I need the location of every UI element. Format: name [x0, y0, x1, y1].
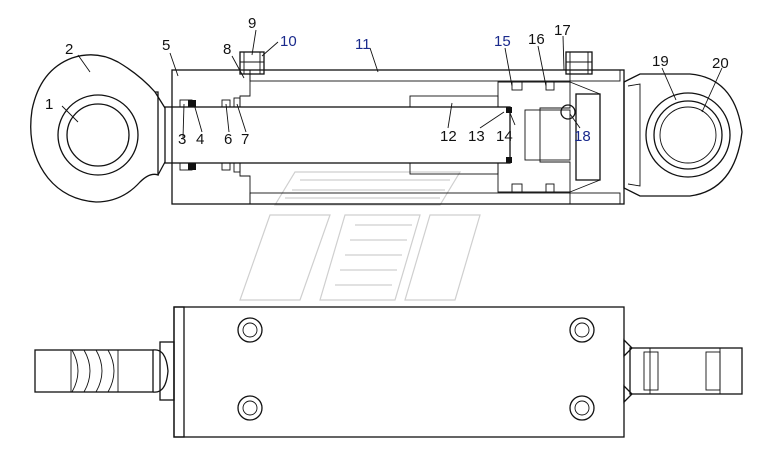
eye-bore-right [645, 92, 731, 178]
callout-11: 11 [355, 36, 371, 53]
section-view [30, 51, 743, 205]
plan-view [34, 306, 743, 438]
callout-12: 12 [440, 128, 457, 145]
stop-tube [409, 95, 499, 108]
callout-18: 18 [574, 128, 591, 145]
callout-1: 1 [45, 96, 53, 113]
callout-2: 2 [65, 41, 73, 58]
cylinder-body-plan [173, 306, 625, 438]
rod-eye-left [30, 54, 159, 203]
callout-9: 9 [248, 15, 256, 32]
callout-14: 14 [496, 128, 513, 145]
callout-16: 16 [528, 31, 545, 48]
callout-3: 3 [178, 131, 186, 148]
callout-5: 5 [162, 37, 170, 54]
callout-6: 6 [224, 131, 232, 148]
callout-17: 17 [554, 22, 571, 39]
callout-8: 8 [223, 41, 231, 58]
callout-20: 20 [712, 55, 729, 72]
gland [171, 69, 251, 108]
bolt-head-icon [237, 317, 595, 421]
callout-15: 15 [494, 33, 511, 50]
leader-lines [61, 29, 723, 139]
eye-bore-left [57, 94, 139, 176]
rod-eye-right [623, 73, 743, 197]
callouts: 1 2 3 4 5 6 7 8 9 10 11 12 13 14 15 16 1… [45, 15, 729, 148]
callout-13: 13 [468, 128, 485, 145]
callout-7: 7 [241, 131, 249, 148]
watermark-logo [239, 171, 481, 301]
cylinder-barrel [171, 69, 625, 205]
callout-19: 19 [652, 53, 669, 70]
callout-10: 10 [280, 33, 297, 50]
piston-rod [164, 106, 511, 164]
callout-4: 4 [196, 131, 204, 148]
